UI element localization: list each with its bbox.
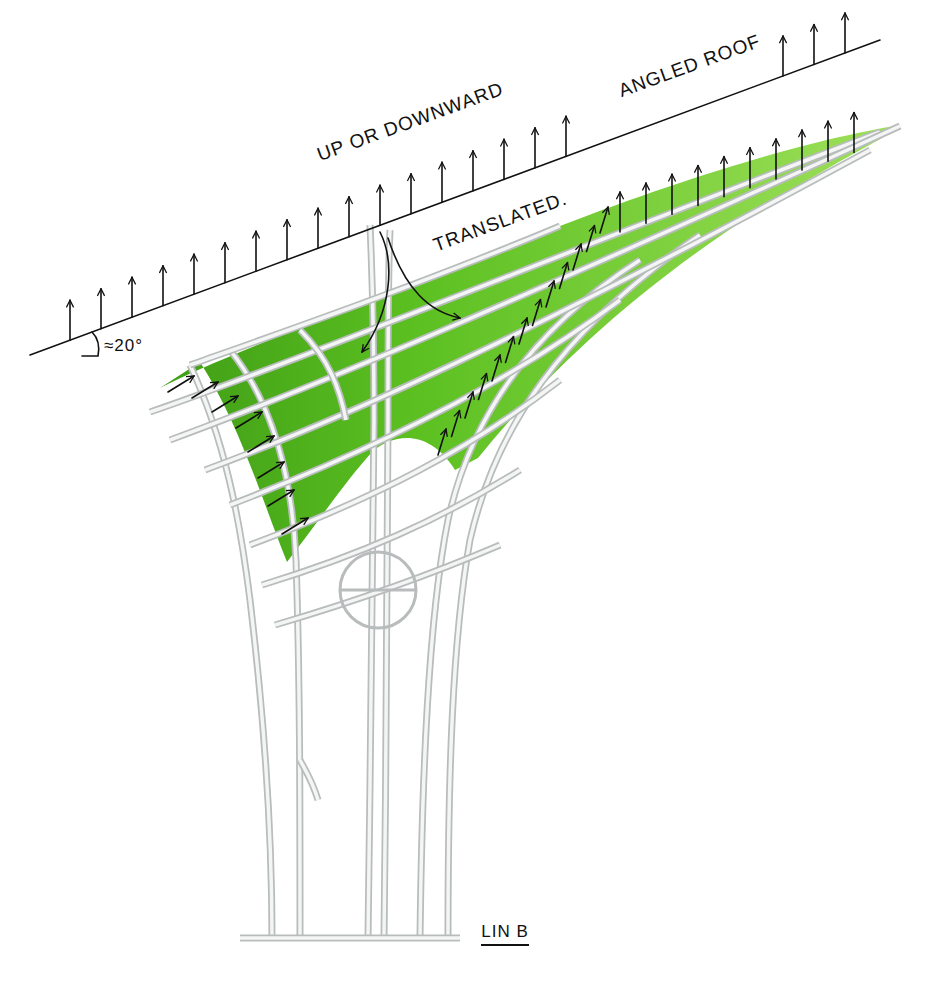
tube-core — [262, 470, 520, 585]
roof-membrane — [160, 126, 895, 562]
load-arrow — [286, 220, 288, 260]
load-arrow — [410, 174, 412, 214]
ring-bar — [340, 589, 416, 592]
load-arrow — [472, 151, 474, 191]
tube-core — [250, 380, 560, 545]
load-arrow — [853, 112, 855, 152]
load-arrow — [801, 130, 803, 170]
surface-arrow — [573, 244, 581, 270]
load-arrow — [723, 157, 725, 197]
load-arrow — [162, 266, 164, 306]
load-arrow — [782, 36, 784, 76]
load-arrow — [827, 121, 829, 161]
load-arrow — [224, 243, 226, 283]
tube-outline — [300, 330, 346, 420]
load-arrow — [749, 148, 751, 188]
tube-outline — [205, 150, 870, 470]
tube-outline — [448, 235, 700, 938]
surface-arrow — [519, 318, 527, 344]
surface-arrow — [506, 337, 514, 363]
tube-core — [190, 226, 560, 365]
load-arrow — [565, 116, 567, 156]
surface-arrow — [560, 263, 568, 289]
load-arrow — [697, 165, 699, 205]
load-arrow — [441, 162, 443, 202]
angle-mark — [82, 332, 99, 356]
surface-arrow — [600, 207, 608, 233]
surface-arrow — [212, 396, 238, 412]
surface-arrow — [546, 281, 554, 307]
load-arrow — [775, 139, 777, 179]
handwritten-note: LIN B — [481, 922, 529, 946]
handwritten-note: ANGLED ROOF — [616, 30, 764, 102]
load-arrow — [534, 128, 536, 168]
surface-arrow — [533, 300, 541, 326]
load-arrow — [131, 277, 133, 317]
load-arrow — [844, 13, 846, 53]
tube-outline — [170, 126, 900, 440]
surface-arrow — [479, 374, 487, 400]
tube-outline — [190, 226, 560, 365]
roof-line — [30, 40, 880, 355]
surface-arrow — [492, 355, 500, 381]
surface-arrow — [258, 462, 284, 478]
handwritten-note: UP OR DOWNWARD — [314, 78, 506, 166]
tube-core — [275, 545, 500, 625]
ring-joint — [340, 552, 416, 628]
surface-arrow — [236, 412, 262, 428]
load-arrow — [193, 254, 195, 294]
load-arrow — [100, 289, 102, 329]
leader-arrow — [362, 232, 389, 352]
load-arrow — [69, 300, 71, 340]
tube-outline — [275, 545, 500, 625]
load-arrow — [348, 197, 350, 237]
tube-outline — [262, 470, 520, 585]
load-arrow — [255, 231, 257, 271]
steel-tubes — [150, 126, 900, 938]
load-arrow — [503, 139, 505, 179]
tube-outline — [240, 935, 460, 942]
tube-core — [448, 235, 700, 938]
surface-arrow — [282, 518, 308, 534]
load-arrow — [317, 208, 319, 248]
surface-arrow — [452, 411, 460, 437]
surface-arrow — [168, 376, 194, 392]
tube-outline — [300, 760, 318, 800]
load-arrow — [813, 24, 815, 64]
surface-arrow — [248, 436, 274, 452]
tube-core — [170, 126, 900, 440]
tube-core — [300, 760, 318, 800]
tube-core — [205, 150, 870, 470]
surface-arrow — [587, 226, 595, 252]
surface-arrow — [268, 490, 294, 506]
load-arrow — [619, 192, 621, 232]
load-arrow — [379, 185, 381, 225]
surface-arrow — [465, 392, 473, 418]
handwritten-note: TRANSLATED. — [430, 188, 570, 257]
handwritten-note: ≈20° — [104, 336, 143, 356]
load-arrow — [645, 183, 647, 223]
tube-outline — [250, 380, 560, 545]
tube-core — [384, 230, 390, 938]
tube-outline — [384, 230, 390, 938]
load-arrow — [671, 174, 673, 214]
tube-core — [300, 330, 346, 420]
sketch-annotations — [30, 13, 880, 534]
surface-arrow — [438, 429, 446, 455]
tube-core — [240, 936, 460, 940]
surface-arrow — [192, 382, 218, 398]
